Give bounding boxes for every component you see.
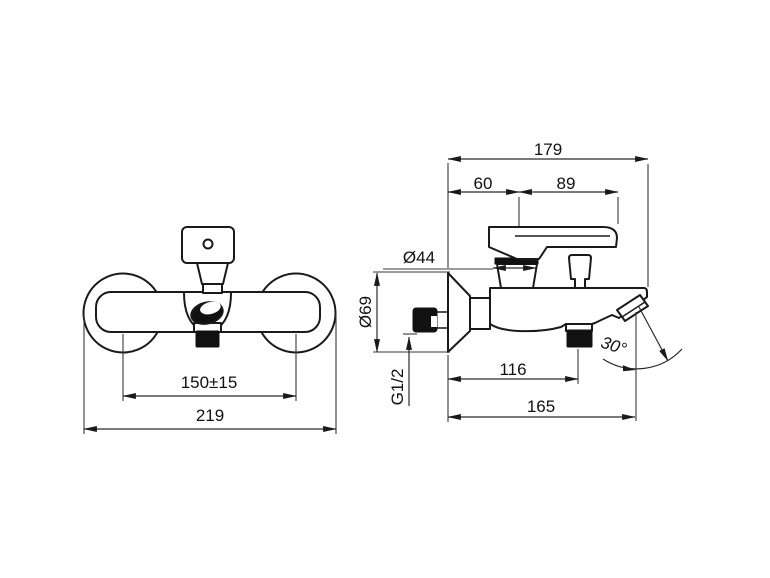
front-dimensions: 150±15 219 [83, 315, 337, 434]
spout-tip-face-line [621, 301, 646, 318]
angle-arc-30deg [602, 348, 683, 370]
thread-connector-slot [431, 316, 437, 327]
spout-opening [190, 301, 224, 325]
dim-label-wall-to-cartridge: 60 [474, 174, 493, 193]
dim-label-wall-to-outlet: 116 [499, 360, 526, 379]
handle-dot [202, 238, 214, 250]
ext-lines-escutcheon [373, 271, 450, 353]
handle-neck [196, 262, 229, 285]
dim-label-overall-width: 219 [196, 406, 224, 425]
dim-label-wall-to-spout: 165 [527, 397, 555, 416]
front-faucet-outline [82, 226, 337, 354]
escutcheon-neck [469, 297, 491, 330]
front-view: 150±15 219 [82, 226, 337, 434]
dim-label-cartridge-to-tip: 89 [557, 174, 576, 193]
angle-ray-30deg [638, 306, 669, 362]
side-view: 179 60 89 Ø44 Ø69 G1/2 116 165 30° [356, 140, 683, 422]
handle-neck-collar [202, 283, 223, 294]
side-faucet-outline [412, 226, 649, 353]
dim-label-spout-angle: 30° [599, 333, 630, 359]
dim-label-escutcheon-dia: Ø69 [356, 296, 375, 328]
dim-label-hole-spacing: 150±15 [181, 373, 238, 392]
dim-label-cartridge-dia: Ø44 [403, 248, 435, 267]
side-dimensions: 179 60 89 Ø44 Ø69 G1/2 116 165 30° [356, 140, 683, 422]
spout-opening-highlight [200, 301, 221, 315]
front-shower-outlet [195, 330, 220, 348]
angle-arc-arrowhead [622, 365, 636, 372]
side-shower-outlet [566, 329, 593, 348]
side-handle-lever [488, 226, 618, 260]
escutcheon-cone [447, 272, 471, 353]
dim-label-thread: G1/2 [388, 369, 407, 406]
side-faucet-body [489, 287, 648, 333]
dim-label-overall-depth: 179 [534, 140, 562, 159]
connector-nipple [437, 311, 448, 329]
diverter-knob [568, 254, 592, 289]
